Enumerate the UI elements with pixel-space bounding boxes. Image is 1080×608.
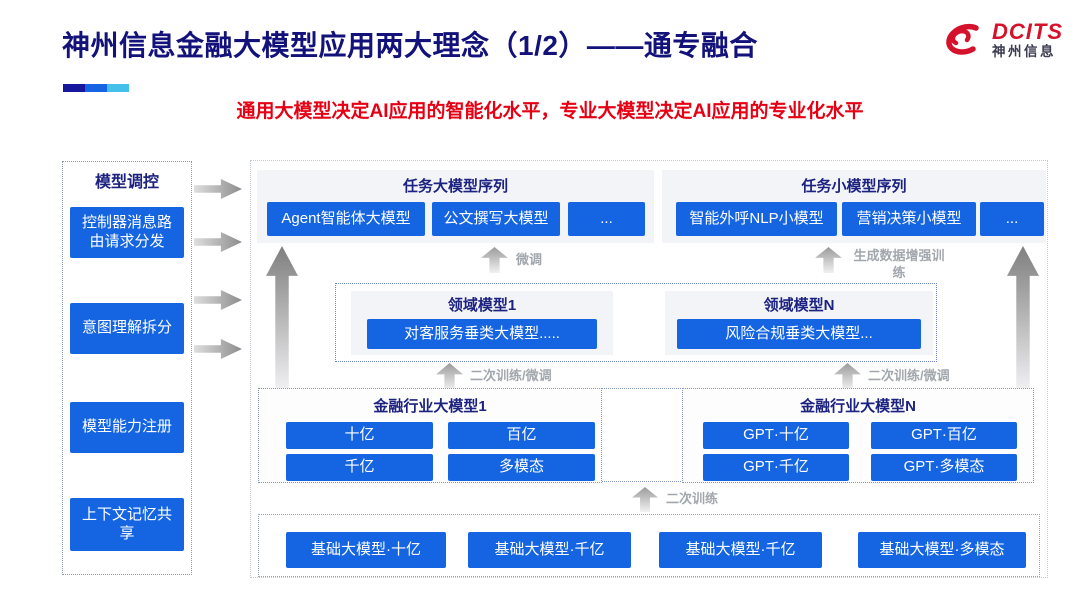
- model-chip-gpt-100b: GPT·千亿: [703, 454, 849, 481]
- model-chip-base-1b: 基础大模型·十亿: [286, 532, 446, 568]
- group-title: 金融行业大模型1: [373, 398, 487, 415]
- base-models-box: 基础大模型·十亿 基础大模型·千亿 基础大模型·千亿 基础大模型·多模态: [258, 514, 1040, 577]
- retrain-finetune-label: 二次训练/微调: [470, 368, 552, 383]
- group-title: 领域模型1: [447, 297, 517, 314]
- gen-data-augment-label: 生成数据增强训练: [853, 248, 945, 280]
- underline-segment-navy: [63, 84, 85, 92]
- model-chip-risk-compliance: 风险合规垂类大模型...: [677, 319, 921, 349]
- sidebar-item-router: 控制器消息路由请求分发: [70, 207, 184, 258]
- domain-model-group-n: 领域模型N 风险合规垂类大模型...: [665, 291, 933, 355]
- model-chip-base-100b-a: 基础大模型·千亿: [468, 532, 631, 568]
- model-chip-document: 公文撰写大模型: [432, 202, 560, 236]
- right-arrow-icon: [194, 339, 242, 359]
- dcits-logo: DCITS 神州信息: [938, 18, 1063, 62]
- group-title: 任务小模型序列: [801, 178, 907, 195]
- model-chip-gpt-1b: GPT·十亿: [703, 422, 849, 449]
- model-chip-agent: Agent智能体大模型: [267, 202, 425, 236]
- underline-segment-cyan: [107, 84, 129, 92]
- domain-models-box: 领域模型1 对客服务垂类大模型..... 领域模型N 风险合规垂类大模型...: [335, 283, 937, 362]
- domain-model-group-1: 领域模型1 对客服务垂类大模型.....: [351, 291, 613, 355]
- model-chip-base-100b-b: 基础大模型·千亿: [659, 532, 822, 568]
- dcits-swirl-icon: [946, 23, 979, 55]
- finetune-label: 微调: [516, 252, 543, 267]
- sidebar-item-context: 上下文记忆共享: [70, 498, 184, 551]
- model-chip-marketing: 营销决策小模型: [842, 202, 976, 236]
- underline-segment-blue: [85, 84, 107, 92]
- logo-brand: DCITS: [992, 19, 1063, 45]
- industry-models-band: 金融行业大模型1 十亿 百亿 千亿 多模态 金融行业大模型N GPT·十亿 GP…: [258, 388, 1034, 483]
- retrain-finetune-label: 二次训练/微调: [868, 368, 950, 383]
- model-chip-gpt-10b: GPT·百亿: [871, 422, 1017, 449]
- group-title: 金融行业大模型N: [800, 398, 916, 415]
- subtitle: 通用大模型决定AI应用的智能化水平，专业大模型决定AI应用的专业化水平: [236, 101, 864, 122]
- sidebar-item-register: 模型能力注册: [70, 402, 184, 453]
- model-chip-10b: 百亿: [448, 422, 595, 449]
- right-arrow-icon: [194, 290, 242, 310]
- model-chip-customer-service: 对客服务垂类大模型.....: [367, 319, 597, 349]
- title-underline: [63, 84, 129, 92]
- model-chip-multimodal: 多模态: [448, 454, 595, 481]
- model-chip-ellipsis: ...: [568, 202, 645, 236]
- right-arrow-icon: [194, 179, 242, 199]
- model-chip-1b: 十亿: [286, 422, 433, 449]
- model-chip-gpt-multimodal: GPT·多模态: [871, 454, 1017, 481]
- task-small-model-group: 任务小模型序列 智能外呼NLP小模型 营销决策小模型 ...: [662, 170, 1046, 243]
- sidebar-model-control: 模型调控 控制器消息路由请求分发 意图理解拆分 模型能力注册 上下文记忆共享: [62, 161, 192, 575]
- task-large-model-group: 任务大模型序列 Agent智能体大模型 公文撰写大模型 ...: [257, 170, 654, 243]
- logo-company: 神州信息: [992, 44, 1056, 60]
- model-chip-100b: 千亿: [286, 454, 433, 481]
- retrain-label: 二次训练: [666, 491, 719, 506]
- model-chip-base-multimodal: 基础大模型·多模态: [858, 532, 1026, 568]
- group-title: 领域模型N: [763, 297, 835, 314]
- industry-model-group-1: 金融行业大模型1 十亿 百亿 千亿 多模态: [258, 388, 602, 483]
- sidebar-title: 模型调控: [94, 174, 159, 191]
- page-title: 神州信息金融大模型应用两大理念（1/2）——通专融合: [62, 30, 758, 61]
- right-arrow-icon: [194, 232, 242, 252]
- model-chip-ellipsis: ...: [980, 202, 1044, 236]
- group-title: 任务大模型序列: [402, 178, 508, 195]
- sidebar-item-intent: 意图理解拆分: [70, 303, 184, 354]
- model-chip-nlp-call: 智能外呼NLP小模型: [676, 202, 837, 236]
- industry-model-group-n: 金融行业大模型N GPT·十亿 GPT·百亿 GPT·千亿 GPT·多模态: [682, 388, 1034, 483]
